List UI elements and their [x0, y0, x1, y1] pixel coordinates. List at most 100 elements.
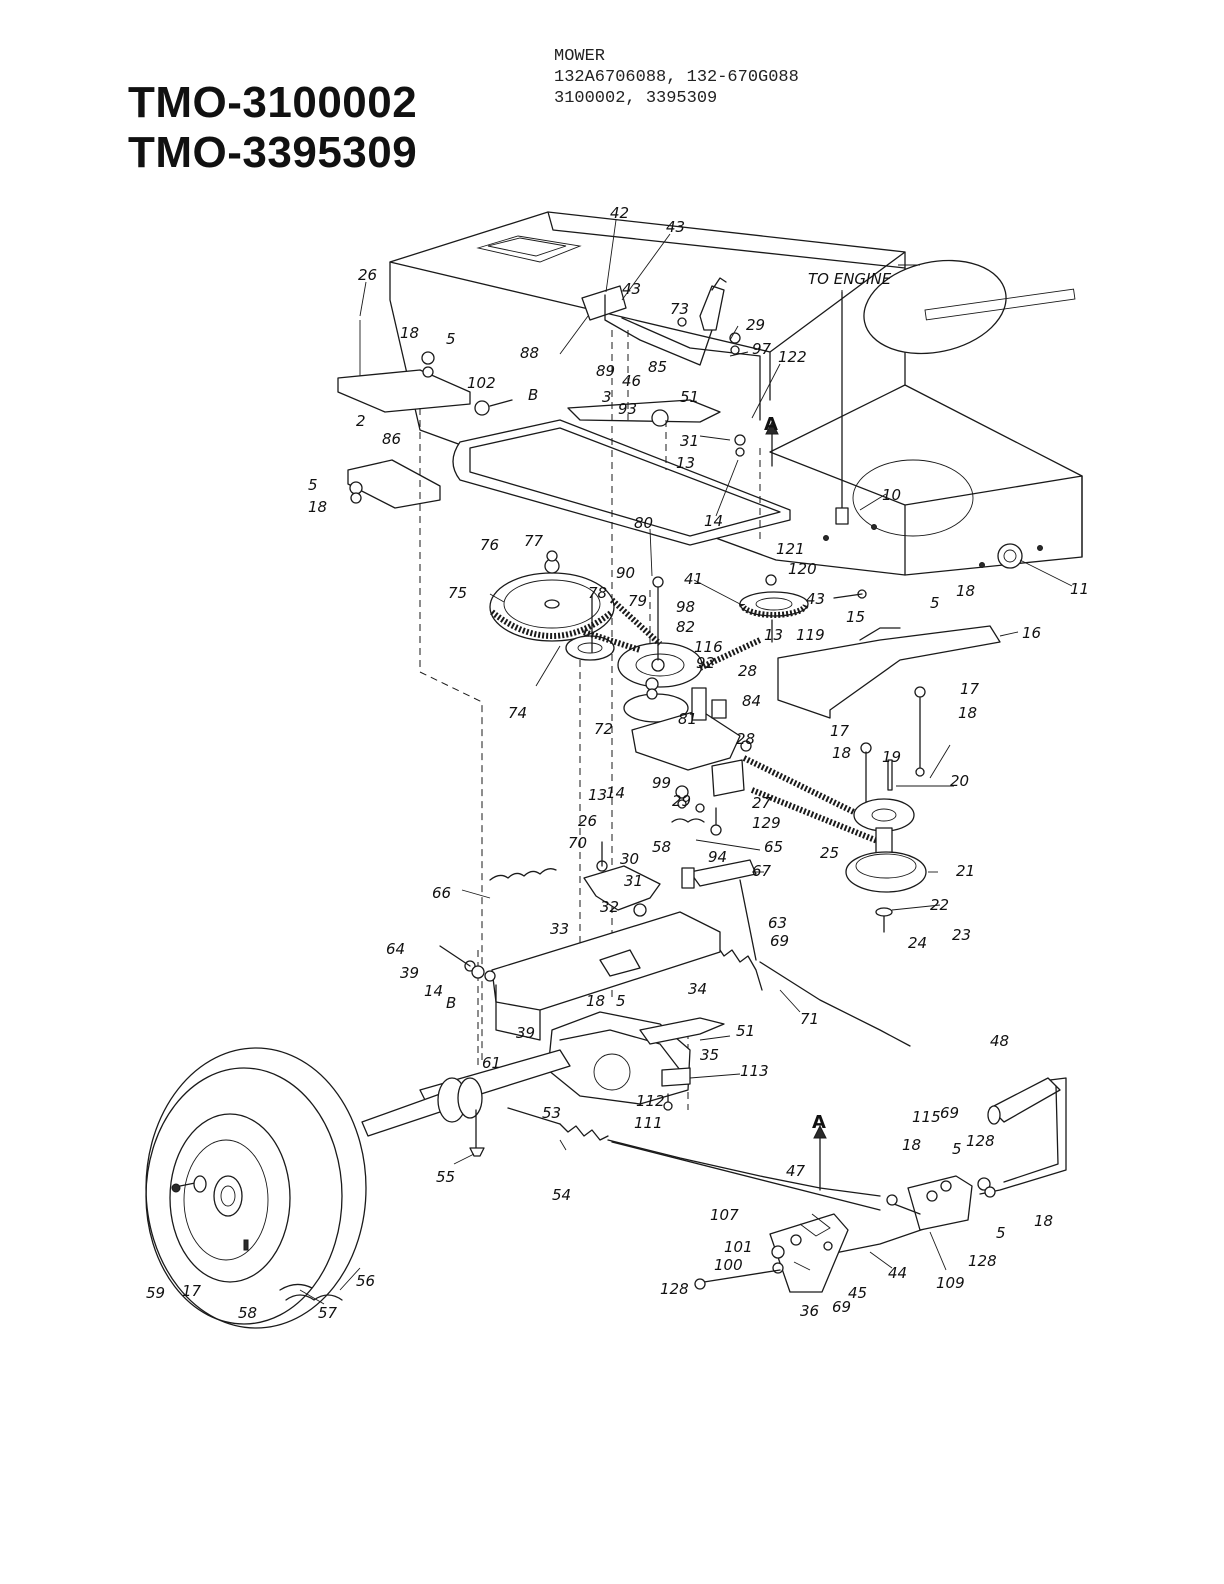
model-title-2: TMO-3395309 — [128, 128, 418, 177]
part-callout-72: 72 — [594, 720, 613, 738]
part-callout-34: 34 — [688, 980, 707, 998]
part-callout-61: 61 — [482, 1054, 501, 1072]
part-callout-31: 31 — [624, 872, 643, 890]
transaxle-mount-bracket — [439, 911, 721, 1041]
part-callout-22: 22 — [930, 896, 949, 914]
part-callout-41: 41 — [684, 570, 703, 588]
part-callout-15: 15 — [846, 608, 865, 626]
part-callout-80: 80 — [634, 514, 653, 532]
part-callout-65: 65 — [764, 838, 783, 856]
part-callout-24: 24 — [908, 934, 927, 952]
part-callout-20: 20 — [950, 772, 969, 790]
brackets-30-67 — [583, 841, 757, 961]
part-callout-100: 100 — [714, 1256, 743, 1274]
part-callout-113: 113 — [740, 1062, 769, 1080]
part-callout-44: 44 — [888, 1264, 907, 1282]
part-callout-17: 17 — [182, 1282, 202, 1300]
part-callout-121: 121 — [776, 540, 805, 558]
to-engine-pointer — [835, 291, 849, 525]
part-callout-13: 13 — [676, 454, 695, 472]
part-callout-31: 31 — [680, 432, 699, 450]
part-callout-42: 42 — [610, 204, 629, 222]
part-callout-14: 14 — [424, 982, 443, 1000]
part-callout-67: 67 — [752, 862, 772, 880]
part-callout-66: 66 — [432, 884, 451, 902]
part-callout-51: 51 — [736, 1022, 755, 1040]
part-callout-98: 98 — [676, 598, 695, 616]
part-callout-71: 71 — [800, 1010, 819, 1028]
part-callout-102: 102 — [467, 374, 496, 392]
part-callout-64: 64 — [386, 940, 405, 958]
part-callout-92: 92 — [696, 654, 715, 672]
to-engine-label: TO ENGINE — [808, 270, 892, 288]
part-callout-128: 128 — [660, 1280, 689, 1298]
part-callout-84: 84 — [742, 692, 761, 710]
header-product: MOWER — [554, 47, 606, 66]
pedal-assembly — [694, 1077, 1067, 1293]
part-callout-13: 13 — [588, 786, 607, 804]
part-callout-69: 69 — [832, 1298, 851, 1316]
idler-bracket — [777, 625, 1001, 819]
part-callout-25: 25 — [820, 844, 839, 862]
part-callout-47: 47 — [786, 1162, 806, 1180]
part-callout-17: 17 — [830, 722, 850, 740]
left-brackets — [337, 320, 513, 509]
seat-pan — [452, 419, 791, 546]
part-callout-55: 55 — [436, 1168, 455, 1186]
part-callout-18: 18 — [308, 498, 327, 516]
part-callout-122: 122 — [778, 348, 807, 366]
part-callout-128: 128 — [968, 1252, 997, 1270]
part-callout-3: 3 — [602, 388, 612, 406]
callout-leaders — [299, 219, 1073, 1305]
part-callout-16: 16 — [1022, 624, 1041, 642]
model-title-block: TMO-3100002 TMO-3395309 — [128, 78, 417, 178]
part-callout-70: 70 — [568, 834, 587, 852]
part-callout-13: 13 — [764, 626, 783, 644]
part-callout-81: 81 — [678, 710, 697, 728]
part-callout-26: 26 — [358, 266, 377, 284]
part-callout-10: 10 — [882, 486, 901, 504]
transaxle — [361, 1011, 725, 1157]
part-callout-18: 18 — [586, 992, 605, 1010]
part-callout-11: 11 — [1070, 580, 1089, 598]
part-callout-73: 73 — [670, 300, 689, 318]
shift-lever-assembly — [567, 277, 761, 457]
header-model-numbers: 132A6706088, 132-670G088 — [554, 68, 799, 87]
part-callout-39: 39 — [400, 964, 419, 982]
part-callout-82: 82 — [676, 618, 695, 636]
part-callout-101: 101 — [724, 1238, 753, 1256]
part-callout-120: 120 — [788, 560, 817, 578]
part-callout-14: 14 — [704, 512, 723, 530]
header-serial-numbers: 3100002, 3395309 — [554, 89, 718, 108]
part-callout-115: 115 — [912, 1108, 941, 1126]
part-callout-58: 58 — [652, 838, 671, 856]
part-callout-57: 57 — [318, 1304, 338, 1322]
part-callout-39: 39 — [516, 1024, 535, 1042]
part-callout-19: 19 — [882, 748, 901, 766]
part-callout-58: 58 — [238, 1304, 257, 1322]
part-callout-111: 111 — [634, 1114, 663, 1132]
part-callout-79: 79 — [628, 592, 647, 610]
part-callout-18: 18 — [832, 744, 851, 762]
part-callout-36: 36 — [800, 1302, 819, 1320]
part-callout-21: 21 — [956, 862, 975, 880]
part-callout-48: 48 — [990, 1032, 1009, 1050]
part-callout-97: 97 — [752, 340, 772, 358]
part-callout-23: 23 — [952, 926, 971, 944]
part-callout-5: 5 — [446, 330, 456, 348]
part-callout-99: 99 — [652, 774, 671, 792]
part-callout-43: 43 — [622, 280, 641, 298]
part-callout-88: 88 — [520, 344, 539, 362]
part-callout-78: 78 — [588, 584, 607, 602]
part-callout-29: 29 — [672, 792, 691, 810]
section-marker-b-2: B — [446, 994, 456, 1012]
part-callout-32: 32 — [600, 898, 619, 916]
frame-top-cover — [389, 211, 1083, 576]
part-callout-116: 116 — [694, 638, 723, 656]
idler-pulley-120 — [739, 574, 867, 643]
part-callout-129: 129 — [752, 814, 781, 832]
direction-arrow — [813, 1124, 827, 1191]
part-callout-5: 5 — [996, 1224, 1006, 1242]
part-callout-5: 5 — [930, 594, 940, 612]
